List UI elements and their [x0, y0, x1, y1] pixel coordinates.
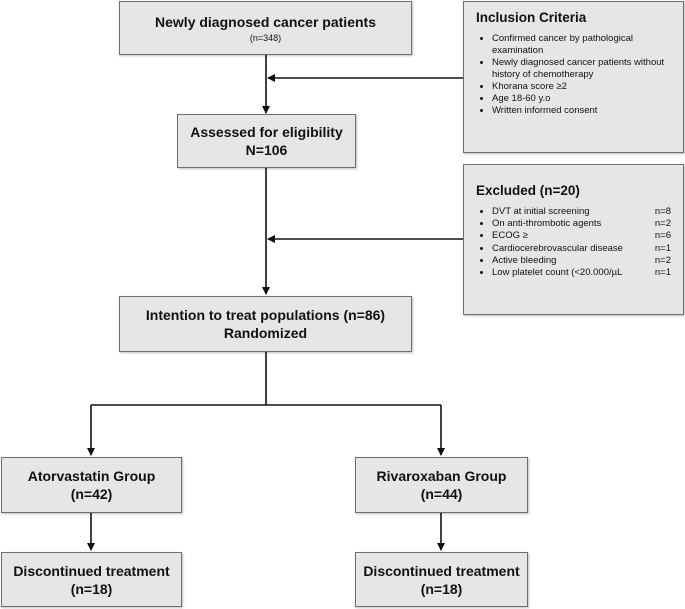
- excluded-reason: DVT at initial screening: [492, 206, 590, 217]
- box-count: (n=42): [70, 486, 113, 502]
- box-title: Discontinued treatment: [363, 562, 520, 579]
- box-title: Atorvastatin Group: [27, 468, 156, 484]
- excluded-count: n=1: [654, 267, 671, 279]
- box-title: Assessed for eligibility: [190, 124, 343, 140]
- box-title: Intention to treat populations (n=86): [145, 307, 386, 323]
- inclusion-item: Confirmed cancer by pathological examina…: [492, 33, 671, 56]
- box-newly-diagnosed: Newly diagnosed cancer patients (n=348): [119, 1, 412, 55]
- box-intention-to-treat: Intention to treat populations (n=86) Ra…: [119, 296, 412, 352]
- box-title: Newly diagnosed cancer patients: [155, 14, 376, 30]
- excluded-count: n=2: [654, 254, 671, 266]
- excluded-count: n=8: [654, 206, 671, 217]
- box-count: (n=348): [249, 33, 282, 43]
- excluded-count: n=2: [654, 218, 671, 230]
- box-title: Rivaroxaban Group: [376, 468, 507, 484]
- excluded-item: Low platelet count (<20.000/µL n=1: [492, 267, 671, 279]
- excluded-title: Excluded (n=20): [476, 183, 580, 198]
- excluded-reason: Low platelet count (<20.000/µL: [492, 267, 623, 279]
- inclusion-list: Confirmed cancer by pathological examina…: [476, 33, 671, 117]
- excluded-item: ECOG ≥ n=6: [492, 230, 671, 242]
- inclusion-title: Inclusion Criteria: [476, 10, 587, 25]
- inclusion-item: Written informed consent: [492, 105, 671, 117]
- box-discontinued-right: Discontinued treatment (n=18): [355, 552, 528, 607]
- inclusion-item: Khorana score ≥2: [492, 81, 671, 93]
- box-count: (n=44): [420, 486, 463, 502]
- box-assessed-eligibility: Assessed for eligibility N=106: [177, 114, 356, 168]
- excluded-count: n=1: [654, 242, 671, 254]
- box-count: (n=18): [70, 580, 113, 597]
- excluded-item: DVT at initial screening n=8: [492, 206, 671, 218]
- box-count: N=106: [245, 142, 288, 158]
- excluded-reason: ECOG ≥: [492, 230, 528, 242]
- box-inclusion-criteria: Inclusion Criteria Confirmed cancer by p…: [463, 1, 684, 153]
- excluded-reason: Cardiocerebrovascular disease: [492, 242, 623, 254]
- box-count: (n=18): [420, 580, 463, 597]
- box-title: Discontinued treatment: [13, 562, 170, 579]
- excluded-item: Active bleeding n=2: [492, 255, 671, 267]
- excluded-item: On anti-thrombotic agents n=2: [492, 218, 671, 230]
- inclusion-item: Age 18-60 y.o: [492, 93, 671, 105]
- box-subtitle: Randomized: [223, 325, 308, 341]
- box-excluded: Excluded (n=20) DVT at initial screening…: [463, 164, 684, 315]
- box-rivaroxaban-group: Rivaroxaban Group (n=44): [355, 457, 528, 513]
- excluded-reason: Active bleeding: [492, 254, 557, 266]
- excluded-reason: On anti-thrombotic agents: [492, 218, 602, 230]
- inclusion-item: Newly diagnosed cancer patients without …: [492, 57, 671, 80]
- excluded-list: DVT at initial screening n=8 On anti-thro…: [476, 206, 671, 279]
- excluded-item: Cardiocerebrovascular disease n=1: [492, 243, 671, 255]
- box-atorvastatin-group: Atorvastatin Group (n=42): [1, 457, 182, 513]
- box-discontinued-left: Discontinued treatment (n=18): [1, 552, 182, 607]
- excluded-count: n=6: [654, 230, 671, 242]
